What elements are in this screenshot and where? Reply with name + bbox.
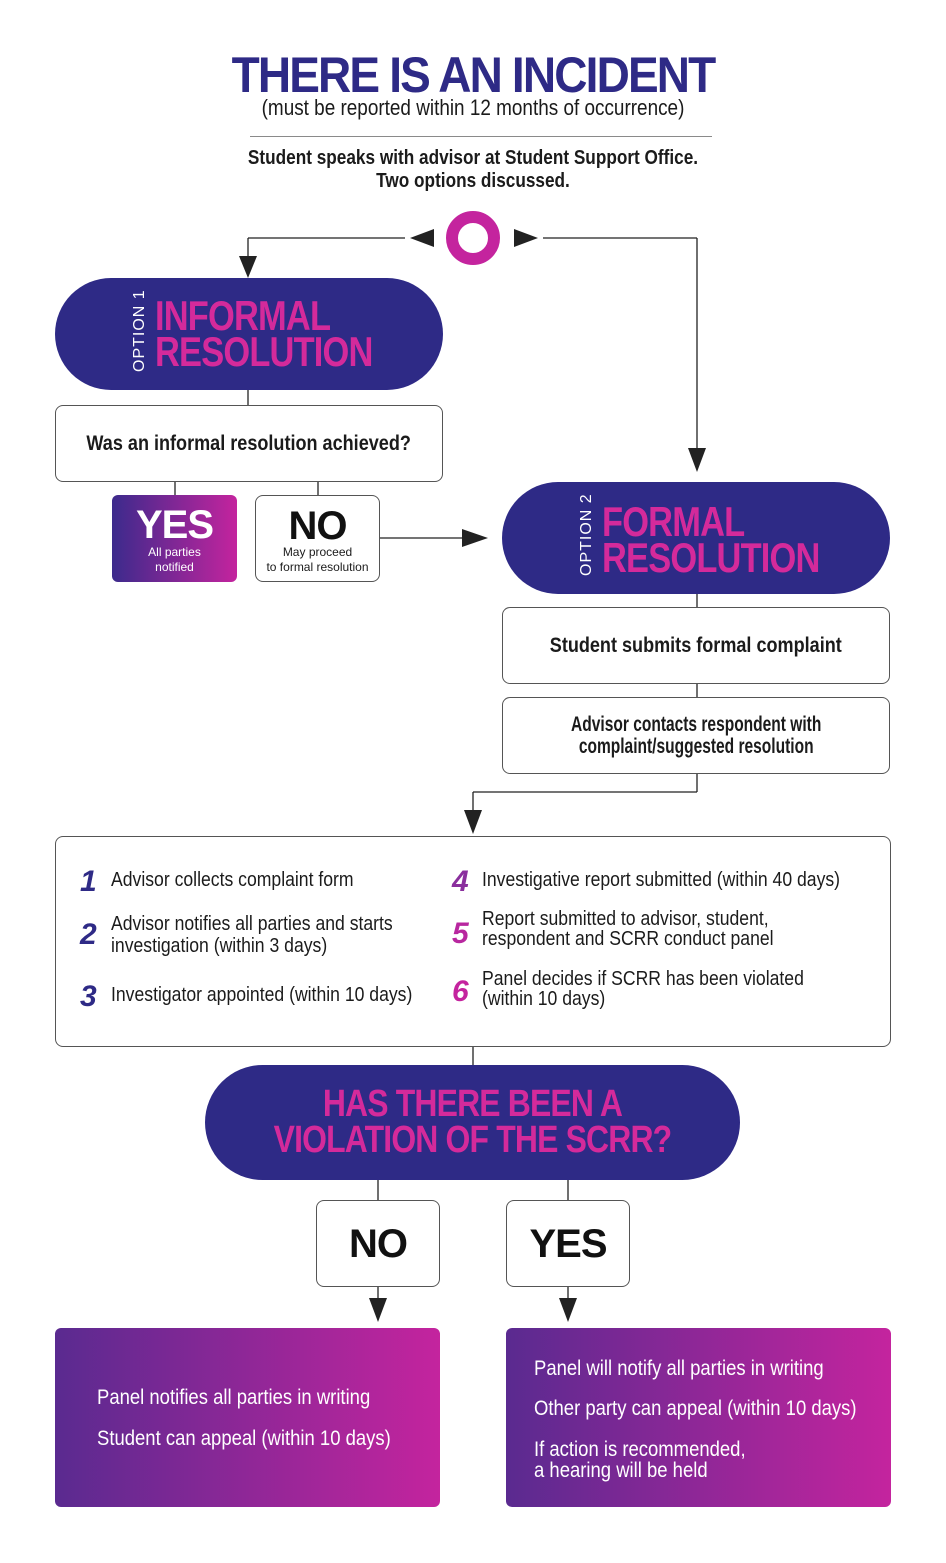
violation-yes-label: YES (529, 1222, 607, 1266)
informal-yes-box: YES All parties notified (112, 495, 237, 582)
step-5-number: 5 (452, 917, 469, 950)
informal-yes-note-2: notified (155, 560, 194, 574)
formal-step-submit: Student submits formal complaint (550, 633, 842, 657)
informal-no-box: NO May proceed to formal resolution (255, 495, 380, 582)
step-1-number: 1 (80, 865, 97, 898)
informal-no-note-2: to formal resolution (266, 560, 369, 574)
option1-tag: OPTION 1 (131, 289, 148, 372)
step-1-text: Advisor collects complaint form (111, 869, 354, 891)
formal-step-contact-box: Advisor contacts respondent with complai… (502, 697, 890, 774)
outcome-no-line-2: Student can appeal (within 10 days) (97, 1427, 391, 1450)
violation-no-box: NO (316, 1200, 440, 1287)
intro-line-2: Two options discussed. (376, 170, 570, 192)
informal-no-label: NO (288, 504, 348, 548)
formal-step-contact-line-2: complaint/suggested resolution (578, 734, 814, 758)
formal-step-contact-line-1: Advisor contacts respondent with (570, 712, 822, 736)
option1-title-line1: INFORMAL (155, 292, 331, 339)
violation-question-pill: HAS THERE BEEN A VIOLATION OF THE SCRR? (205, 1065, 740, 1180)
step-6-text-line-2: (within 10 days) (482, 988, 606, 1010)
outcome-yes-line-3b: a hearing will be held (534, 1459, 708, 1482)
informal-yes-note-1: All parties (148, 545, 201, 559)
option2-title-line2: RESOLUTION (602, 534, 820, 581)
page-subtitle: (must be reported within 12 months of oc… (261, 95, 685, 120)
violation-question-line-1: HAS THERE BEEN A (322, 1083, 623, 1125)
option2-tag: OPTION 2 (578, 493, 595, 576)
step-3-text: Investigator appointed (within 10 days) (111, 984, 413, 1006)
step-6-text-line-1: Panel decides if SCRR has been violated (482, 968, 804, 990)
outcome-no-box: Panel notifies all parties in writing St… (55, 1328, 440, 1507)
option2-pill: OPTION 2 FORMAL RESOLUTION (502, 482, 890, 594)
intro-line-1: Student speaks with advisor at Student S… (247, 147, 699, 169)
formal-step-submit-box: Student submits formal complaint (502, 607, 890, 684)
intro-text: Student speaks with advisor at Student S… (66, 147, 880, 193)
page-title: THERE IS AN INCIDENT (231, 47, 717, 103)
informal-question: Was an informal resolution achieved? (86, 431, 412, 455)
violation-question-line-2: VIOLATION OF THE SCRR? (273, 1119, 673, 1161)
step-4-text: Investigative report submitted (within 4… (482, 869, 841, 891)
step-6-number: 6 (452, 975, 469, 1008)
outcome-yes-line-3a: If action is recommended, (534, 1438, 746, 1461)
step-5-text-line-2: respondent and SCRR conduct panel (482, 928, 774, 950)
option1-pill: OPTION 1 INFORMAL RESOLUTION (55, 278, 443, 390)
informal-no-note-1: May proceed (282, 545, 353, 559)
step-5-text-line-1: Report submitted to advisor, student, (482, 908, 769, 930)
violation-yes-box: YES (506, 1200, 630, 1287)
start-node (446, 211, 500, 265)
option1-title-line2: RESOLUTION (155, 328, 373, 375)
outcome-no-line-1: Panel notifies all parties in writing (97, 1386, 371, 1409)
step-2-text-line-2: investigation (within 3 days) (111, 935, 328, 957)
step-4-number: 4 (452, 865, 469, 898)
violation-no-label: NO (349, 1222, 408, 1266)
informal-yes-label: YES (135, 503, 214, 547)
option2-title-line1: FORMAL (602, 498, 745, 545)
step-3-number: 3 (80, 980, 97, 1013)
outcome-yes-box: Panel will notify all parties in writing… (506, 1328, 891, 1507)
outcome-yes-line-1: Panel will notify all parties in writing (534, 1357, 824, 1380)
title-divider (250, 136, 712, 137)
process-steps-box: 1 Advisor collects complaint form 2 Advi… (55, 836, 891, 1047)
outcome-yes-line-2: Other party can appeal (within 10 days) (534, 1397, 857, 1420)
step-2-text-line-1: Advisor notifies all parties and starts (111, 913, 393, 935)
informal-question-box: Was an informal resolution achieved? (55, 405, 443, 482)
step-2-number: 2 (80, 918, 97, 951)
